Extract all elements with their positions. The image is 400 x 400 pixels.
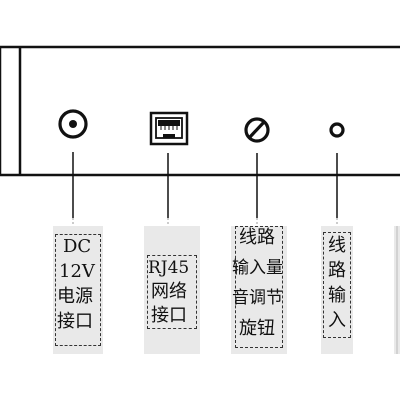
device-panel-outline (0, 45, 400, 177)
label-volume-line-3: 音调节 (232, 288, 283, 308)
dc-power-jack-icon (58, 109, 88, 139)
label-dc-line-3: 电源 (57, 286, 93, 307)
label-dc-dashed-frame (55, 234, 101, 346)
label-volume-line-2: 输入量 (232, 258, 283, 278)
label-dc: DC 12V 电源 接口 (53, 226, 103, 354)
volume-knob-icon (244, 117, 270, 143)
label-rj45: RJ45 网络 接口 (144, 226, 200, 354)
label-rj45-dashed-frame (147, 255, 197, 329)
label-line-in-line-3: 输 (328, 285, 346, 306)
label-dc-line-4: 接口 (57, 311, 93, 332)
label-line-in-dashed-frame (323, 232, 351, 338)
label-dc-line-2: 12V (59, 261, 95, 282)
label-volume-dashed-frame (235, 226, 283, 348)
label-dc-line-1: DC (63, 236, 92, 257)
label-line-in: 线 路 输 入 (321, 226, 353, 354)
label-line-in-line-1: 线 (328, 235, 346, 256)
label-rj45-line-1: RJ45 (148, 258, 190, 278)
rj45-port-icon (149, 111, 189, 146)
label-volume-knob: 线路 输入量 音调节 旋钮 (231, 226, 287, 354)
label-volume-line-1: 线路 (239, 227, 275, 248)
label-rj45-line-2: 网络 (151, 281, 187, 302)
line-in-jack-icon (329, 122, 345, 138)
label-volume-line-4: 旋钮 (239, 318, 275, 339)
label-line-in-line-2: 路 (328, 260, 346, 281)
label-rj45-line-3: 接口 (151, 305, 187, 326)
label-line-in-line-4: 入 (328, 310, 346, 331)
